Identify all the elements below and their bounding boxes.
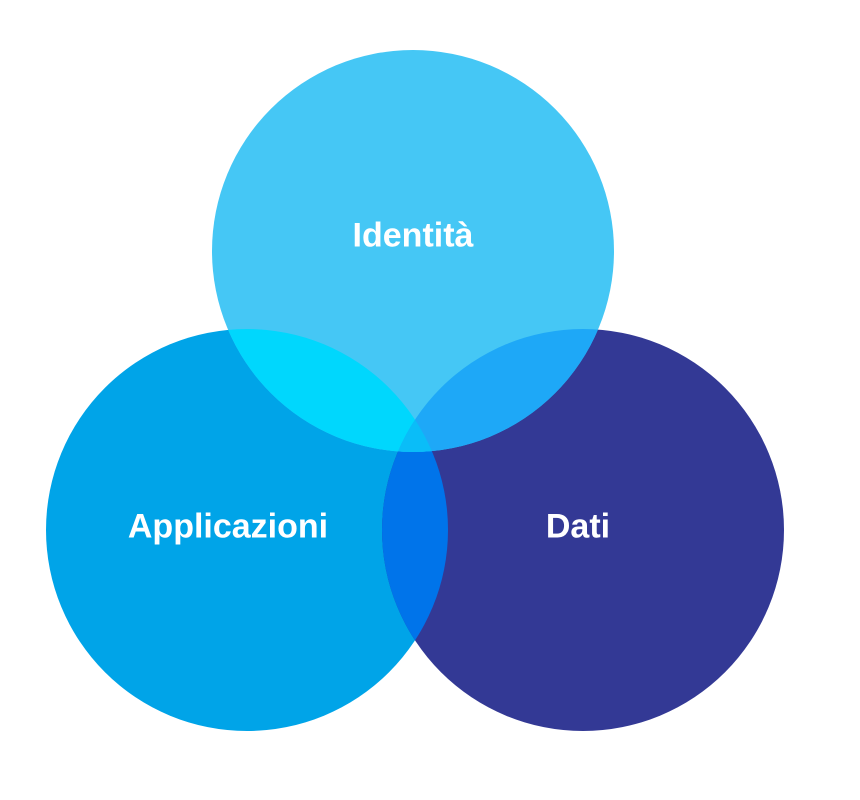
overlap-identity-data [382,329,614,452]
label-data: Dati [545,507,611,546]
label-identity: Identità [352,216,474,255]
label-applications: Applicazioni [127,507,329,546]
overlap-identity-applications [212,329,448,452]
